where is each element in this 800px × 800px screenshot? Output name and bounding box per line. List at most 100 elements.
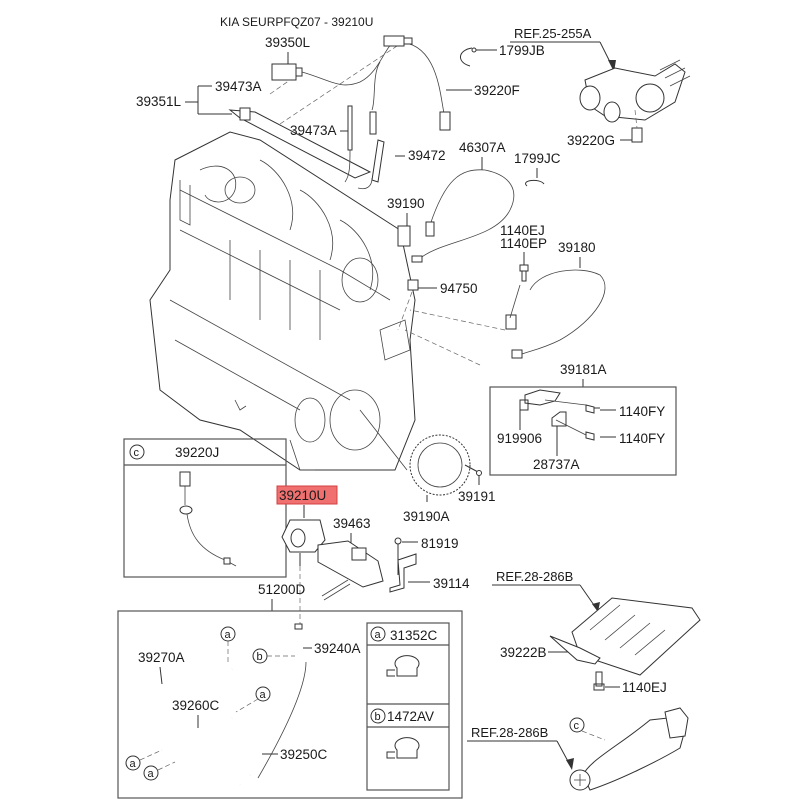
clip-icon xyxy=(460,47,473,67)
part-1799JB-group[interactable]: 1799JB xyxy=(460,43,545,67)
label-39190[interactable]: 39190 xyxy=(387,196,425,211)
label-39473A-upper[interactable]: 39473A xyxy=(215,79,262,94)
part-39473A-lower-group[interactable]: 39473A xyxy=(290,105,353,183)
part-39463-group[interactable]: 39463 xyxy=(317,516,384,601)
bolt-icon xyxy=(519,264,529,282)
ref-28-286B-label-upper[interactable]: REF.28-286B xyxy=(496,569,573,584)
label-39220J[interactable]: 39220J xyxy=(175,445,219,460)
label-46307A[interactable]: 46307A xyxy=(459,140,506,155)
svg-text:a: a xyxy=(130,758,137,770)
part-1140EJ-lower-group[interactable]: 1140EJ xyxy=(593,671,667,695)
label-39181A[interactable]: 39181A xyxy=(560,362,607,377)
svg-text:b: b xyxy=(375,711,381,723)
part-39260C-group[interactable]: 39260C xyxy=(172,698,220,728)
callout-b: b xyxy=(252,648,295,664)
part-81919-group[interactable]: 81919 xyxy=(394,536,459,575)
label-39350L[interactable]: 39350L xyxy=(265,35,311,50)
part-39351L-group[interactable]: 39351L 39473A xyxy=(136,43,401,179)
part-39180-group[interactable]: 39180 xyxy=(409,240,606,359)
label-39270A[interactable]: 39270A xyxy=(138,650,185,665)
label-39222B[interactable]: 39222B xyxy=(500,645,547,660)
part-39472-group[interactable]: 39472 xyxy=(357,139,446,190)
part-39222B-group[interactable]: 39222B xyxy=(500,635,601,665)
label-39190A[interactable]: 39190A xyxy=(403,509,450,524)
part-39190-group[interactable]: 39190 xyxy=(387,196,425,247)
bracket-icon xyxy=(519,389,561,411)
svg-text:b: b xyxy=(257,651,263,663)
svg-text:c: c xyxy=(134,447,140,459)
part-39210U-group[interactable]: 39210U xyxy=(276,485,338,566)
engine-block-illustration xyxy=(149,131,416,471)
label-39260C[interactable]: 39260C xyxy=(172,698,220,713)
part-39220G-group[interactable]: 39220G xyxy=(567,109,643,148)
label-1140EJ-upper[interactable]: 1140EJ xyxy=(500,223,545,238)
ref-25-255A-group[interactable]: REF.25-255A xyxy=(510,26,691,123)
label-39114[interactable]: 39114 xyxy=(433,576,470,591)
catalytic-converter-group[interactable]: REF.28-286B c xyxy=(467,707,689,791)
callout-c-box xyxy=(123,438,287,578)
part-39114-group[interactable]: 39114 xyxy=(389,553,470,593)
label-1140FY-lower[interactable]: 1140FY xyxy=(619,431,665,446)
label-39240A[interactable]: 39240A xyxy=(314,641,361,656)
ref-25-255A-label[interactable]: REF.25-255A xyxy=(514,26,592,41)
label-39351L[interactable]: 39351L xyxy=(136,94,182,109)
callout-c-marker xyxy=(129,444,145,460)
exhaust-temp-sensor-icon xyxy=(179,471,191,487)
part-39250C-group[interactable]: 39250C xyxy=(262,747,328,762)
cam-position-sensor-icon xyxy=(397,225,411,247)
label-39472[interactable]: 39472 xyxy=(408,148,446,163)
label-94750[interactable]: 94750 xyxy=(440,281,478,296)
ref-28-286B-shield-group[interactable]: REF.28-286B xyxy=(492,569,701,676)
label-39220G[interactable]: 39220G xyxy=(567,133,615,148)
bracket-39463-icon xyxy=(317,540,384,588)
part-51200D-group[interactable]: 51200D xyxy=(117,566,463,799)
label-51200D[interactable]: 51200D xyxy=(258,582,306,597)
oil-pressure-switch-icon xyxy=(407,279,419,291)
part-1799JC-group[interactable]: 1799JC xyxy=(514,151,561,187)
o2-sensor-upper xyxy=(369,35,451,135)
part-1140EJ-1140EP-group[interactable]: 1140EJ 1140EP xyxy=(500,223,547,282)
label-1799JC[interactable]: 1799JC xyxy=(514,151,561,166)
map-sensor-icon xyxy=(271,63,303,81)
svg-text:a: a xyxy=(375,629,382,641)
part-39220J-group[interactable]: c 39220J xyxy=(123,438,287,578)
hose-clamp-icon xyxy=(386,737,420,759)
part-94750-group[interactable]: 94750 xyxy=(397,279,478,331)
callout-a-1: a xyxy=(220,626,236,663)
label-39250C[interactable]: 39250C xyxy=(280,747,328,762)
part-39181A-group[interactable]: 39181A 1140FY 1140FY 919906 28737A xyxy=(404,329,677,476)
harness-bracket-icon xyxy=(228,109,372,179)
hose-clamp-icon xyxy=(386,655,420,677)
label-1140EP[interactable]: 1140EP xyxy=(500,236,547,251)
bolt-icon xyxy=(394,537,402,545)
label-39463[interactable]: 39463 xyxy=(333,516,371,531)
part-39190A-group[interactable]: 39190A xyxy=(359,409,471,524)
part-39350L-group[interactable]: 39350L xyxy=(265,35,396,86)
label-39473A-lower[interactable]: 39473A xyxy=(290,123,337,138)
svg-text:a: a xyxy=(260,689,267,701)
bolt-icon xyxy=(593,671,605,691)
part-39270A-group[interactable]: 39270A xyxy=(138,650,185,685)
label-31352C[interactable]: 31352C xyxy=(390,628,438,643)
label-1799JB[interactable]: 1799JB xyxy=(499,43,545,58)
part-39240A-group[interactable]: 39240A xyxy=(303,641,361,656)
part-39220F-group[interactable]: 39220F xyxy=(446,83,520,98)
label-1472AV[interactable]: 1472AV xyxy=(387,709,434,724)
label-39191[interactable]: 39191 xyxy=(458,489,496,504)
ref-28-286B-label-lower[interactable]: REF.28-286B xyxy=(471,725,548,740)
part-39181A-box xyxy=(489,386,677,476)
label-39220F[interactable]: 39220F xyxy=(474,83,520,98)
label-81919[interactable]: 81919 xyxy=(421,536,459,551)
svg-text:a: a xyxy=(148,768,155,780)
part-39191-group[interactable]: 39191 xyxy=(458,464,496,504)
label-919906[interactable]: 919906 xyxy=(497,431,542,446)
label-39210U[interactable]: 39210U xyxy=(279,488,326,503)
part-46307A-group[interactable]: 46307A xyxy=(411,140,515,263)
label-39180[interactable]: 39180 xyxy=(558,240,596,255)
label-28737A[interactable]: 28737A xyxy=(533,457,580,472)
label-1140EJ-lower[interactable]: 1140EJ xyxy=(622,680,667,695)
label-1140FY-upper[interactable]: 1140FY xyxy=(619,404,665,419)
coolant-temp-sensor-icon xyxy=(631,127,643,143)
highlight-39210U xyxy=(276,485,338,505)
